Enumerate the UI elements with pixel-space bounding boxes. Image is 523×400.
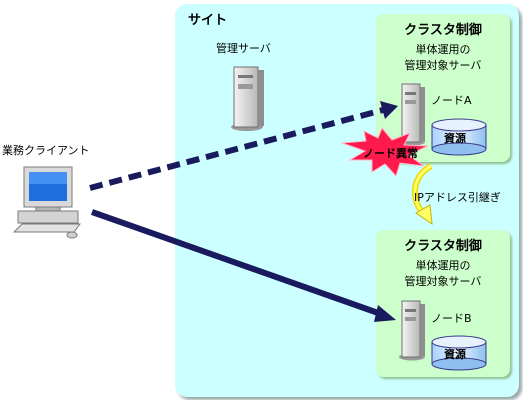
site-label: サイト: [188, 13, 228, 28]
node-a-storage-icon: [431, 118, 487, 156]
client-label: 業務クライアント: [2, 144, 90, 157]
cluster-b-desc-line2: 管理対象サーバ: [404, 275, 482, 288]
management-server-label: 管理サーバ: [216, 42, 271, 55]
solid-arrow-to-node-b: [91, 209, 396, 322]
cluster-a-description: 単体運用の 管理対象サーバ: [376, 42, 510, 74]
failure-burst-icon: [341, 127, 429, 177]
node-b-label: ノードB: [431, 312, 472, 325]
node-b-server-icon: [399, 300, 425, 361]
management-server-icon: [231, 66, 264, 131]
node-a-label: ノードA: [431, 94, 472, 107]
failure-label: ノード異常: [363, 147, 418, 160]
cluster-b-title: クラスタ制御: [404, 239, 482, 254]
cluster-b-desc-line1: 単体運用の: [415, 259, 471, 272]
cluster-a-title: クラスタ制御: [404, 23, 482, 38]
failover-label: IPアドレス引継ぎ: [414, 191, 501, 204]
failover-arrow-icon: [411, 163, 433, 226]
dashed-arrow-to-node-a: [89, 101, 398, 191]
node-b-storage-icon: [431, 335, 487, 371]
cluster-a-desc-line2: 管理対象サーバ: [404, 59, 482, 72]
node-a-storage-label: 資源: [444, 132, 466, 145]
cluster-a-desc-line1: 単体運用の: [415, 43, 471, 56]
cluster-b-description: 単体運用の 管理対象サーバ: [376, 258, 510, 290]
client-pc-icon: [12, 166, 81, 239]
node-b-storage-label: 資源: [444, 348, 466, 361]
